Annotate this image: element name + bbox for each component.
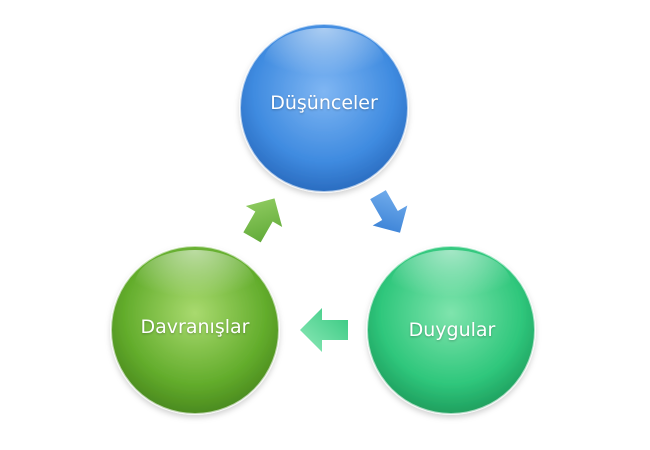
node-behaviors [110, 245, 280, 415]
node-thoughts [239, 23, 409, 193]
arrow-thoughts-to-feelings [370, 190, 408, 233]
node-label-feelings: Duygular [408, 319, 496, 341]
node-label-behaviors: Davranışlar [140, 316, 250, 338]
node-feelings [366, 245, 536, 415]
arrow-feelings-to-behaviors [300, 308, 348, 352]
arrow-behaviors-to-thoughts [243, 198, 283, 243]
node-label-thoughts: Düşünceler [270, 92, 378, 114]
